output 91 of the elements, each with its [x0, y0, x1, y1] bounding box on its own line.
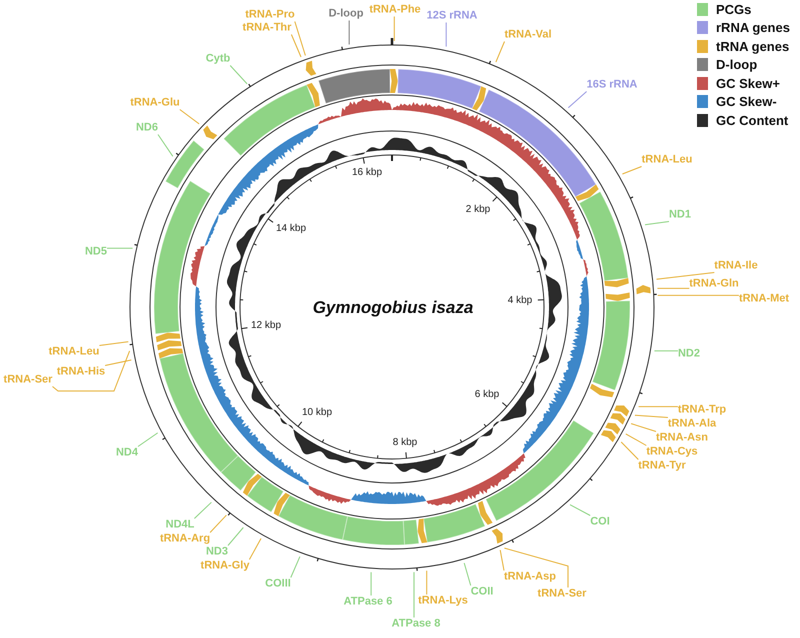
leader-line [290, 556, 300, 578]
gene-label: tRNA-Ser [538, 588, 586, 600]
leader-line [426, 570, 428, 595]
gene-label: Cytb [206, 52, 230, 66]
gene-label: tRNA-Thr [242, 22, 292, 34]
gene-label: tRNA-Asp [504, 570, 556, 584]
leader-line [500, 550, 504, 571]
leader-line [568, 91, 588, 108]
leader-line [644, 221, 670, 226]
gene-label: tRNA-Leu [48, 346, 100, 358]
leader-line [656, 288, 690, 289]
leader-line [138, 432, 158, 447]
scale-label: 6 kbp [474, 389, 500, 401]
gene-label: tRNA-Ser [4, 374, 52, 386]
gene-label: tRNA-Gly [200, 560, 250, 572]
species-name: Gymnogobius isaza [312, 298, 474, 318]
leader-line [179, 109, 200, 124]
leader-line [656, 272, 715, 280]
gene-label: tRNA-His [56, 366, 106, 378]
scale-label: 14 kbp [276, 223, 306, 235]
leader-line [657, 294, 740, 296]
leader-line [464, 562, 472, 586]
gene-label: ATPase 6 [344, 596, 392, 608]
legend-label: tRNA genes [716, 38, 790, 54]
gene-label: tRNA-Trp [678, 404, 726, 416]
leader-line [194, 502, 212, 519]
scale-label: 2 kbp [466, 204, 490, 216]
gene-label: COII [470, 586, 494, 598]
scale-label: 12 kbp [250, 320, 282, 332]
gene-label: tRNA-Gln [689, 278, 739, 290]
gene-label: ND4L [166, 518, 194, 532]
gene-label: ND1 [669, 208, 691, 222]
leader-line [230, 65, 248, 84]
gene-label: tRNA-Cys [646, 446, 698, 458]
leader-line [294, 21, 306, 56]
leader-line [495, 41, 505, 63]
gene-label: COI [590, 516, 610, 528]
leader-line [98, 341, 129, 346]
gene-label: ND3 [206, 546, 228, 558]
gene-label: tRNA-Tyr [638, 460, 686, 472]
gene-label: tRNA-Glu [130, 96, 180, 110]
leader-line [106, 248, 134, 249]
leader-line [570, 504, 591, 516]
leader-line [620, 442, 639, 460]
leader-line [394, 16, 395, 42]
leader-line [290, 34, 302, 58]
gene-label: tRNA-Ile [714, 260, 758, 272]
gene-label: ND6 [136, 122, 158, 134]
leader-line [158, 134, 174, 157]
leader-line [625, 433, 647, 446]
leader-line [446, 22, 447, 48]
gene-label: 16S rRNA [586, 78, 638, 92]
gene-label: tRNA-Arg [160, 532, 210, 546]
leader-line [638, 406, 678, 408]
leader-line [622, 166, 642, 174]
leader-line [104, 360, 132, 366]
legend-label: rRNA genes [716, 20, 790, 36]
gene-label: tRNA-Met [738, 292, 790, 306]
scale-label: 4 kbp [508, 295, 532, 307]
gene-label: tRNA-Leu [642, 154, 692, 166]
gene-label: ATPase 8 [392, 618, 440, 630]
leader-line [504, 548, 568, 588]
leader-line [248, 538, 262, 560]
gene-label: D-loop [328, 8, 364, 20]
legend-label: GC Content [716, 112, 788, 128]
gene-label: 12S rRNA [426, 10, 478, 22]
gene-label: ND5 [85, 246, 107, 258]
leader-line [210, 514, 227, 533]
scale-label: 16 kbp [352, 167, 382, 179]
gene-label: tRNA-Pro [245, 8, 295, 22]
legend-label: D-loop [716, 57, 758, 72]
gene-label: tRNA-Phe [369, 4, 421, 16]
gene-label: COIII [265, 578, 291, 590]
leader-line [654, 350, 678, 352]
gene-label: tRNA-Val [504, 28, 552, 42]
scale-label: 8 kbp [392, 437, 418, 449]
leader-line [630, 423, 656, 432]
leader-line [370, 572, 372, 596]
gene-label: tRNA-Asn [656, 432, 708, 444]
gene-label: ND2 [678, 348, 700, 360]
leader-line [348, 20, 350, 45]
leader-line [228, 527, 244, 546]
leader-line [634, 414, 668, 418]
gene-label: tRNA-Ala [668, 418, 716, 430]
gene-label: ND4 [116, 446, 138, 460]
leader-line [52, 350, 130, 392]
legend-label: GC Skew- [716, 94, 777, 110]
legend-label: GC Skew+ [716, 76, 780, 91]
gene-label: tRNA-Lys [418, 594, 468, 608]
legend-label: PCGs [716, 2, 752, 17]
scale-label: 10 kbp [302, 407, 332, 419]
